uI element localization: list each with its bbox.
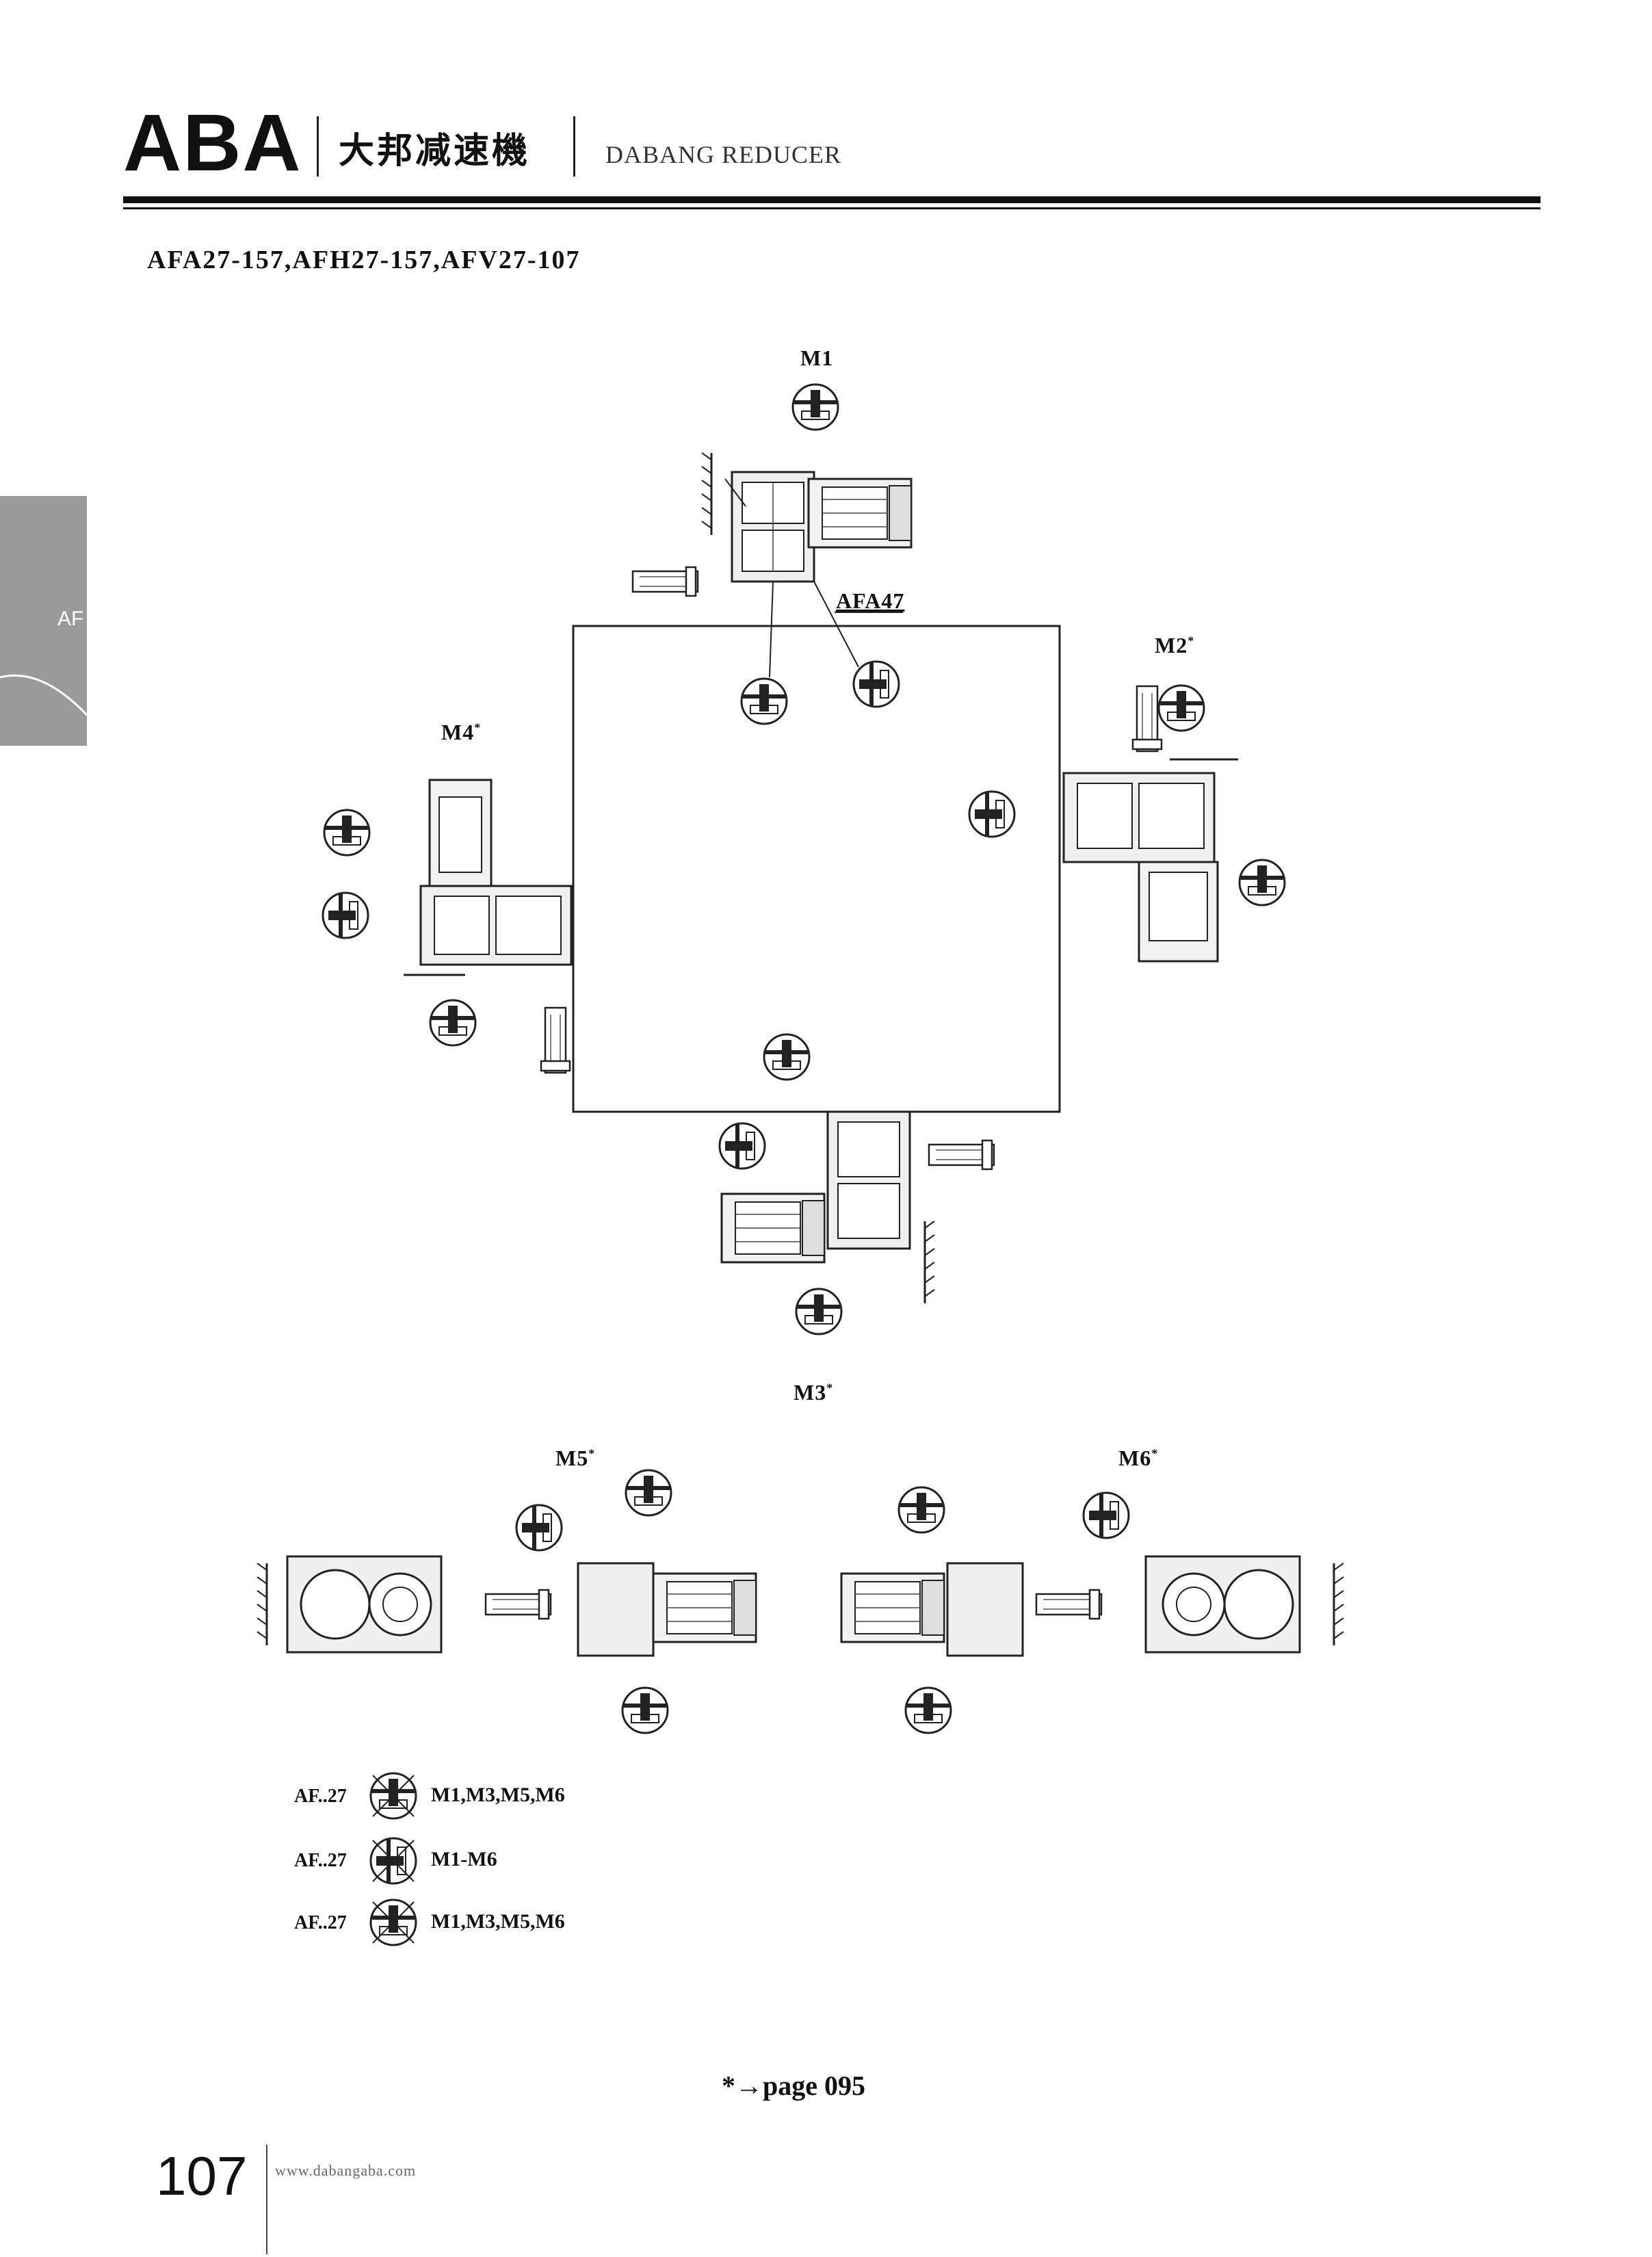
position-label-m2: M2*	[1155, 633, 1195, 657]
section-tab-label: AF	[57, 608, 84, 630]
position-label-m3: M3*	[794, 1380, 834, 1405]
website-link[interactable]: www.dabangaba.com	[275, 2162, 417, 2179]
legend-icons	[371, 1773, 416, 1945]
position-label-m5: M5*	[555, 1446, 596, 1470]
legend-positions: M1,M3,M5,M6	[431, 1910, 565, 1933]
header-rule-thin	[123, 207, 1540, 209]
reducer-m3	[720, 1034, 995, 1334]
tab-curve-decoration	[0, 674, 87, 716]
legend-code: AF..27	[294, 1786, 347, 1807]
header-rule-thick	[123, 196, 1540, 203]
position-label-m1: M1	[800, 345, 834, 370]
reducer-m5-m6	[256, 1470, 1345, 1733]
page-number: 107	[156, 2145, 248, 2206]
header-divider	[573, 116, 575, 177]
header-divider	[317, 116, 319, 177]
page-subtitle: AFA27-157,AFH27-157,AFV27-107	[147, 246, 581, 274]
page-reference-footnote: *→page 095	[722, 2070, 865, 2101]
brand-name-english: DABANG REDUCER	[605, 141, 842, 168]
position-label-m4: M4*	[441, 720, 482, 744]
brand-name-chinese: 大邦减速機	[339, 131, 531, 172]
section-tab[interactable]	[0, 496, 87, 746]
brand-logo: ABA	[123, 98, 302, 188]
position-label-m6: M6*	[1118, 1446, 1159, 1470]
reducer-m2	[969, 686, 1285, 963]
mounting-frame	[572, 625, 1061, 1113]
legend-positions: M1-M6	[431, 1848, 497, 1870]
legend-code: AF..27	[294, 1850, 347, 1871]
reducer-m4	[323, 779, 573, 1074]
reducer-m1	[631, 384, 913, 724]
legend-code: AF..27	[294, 1912, 347, 1933]
model-label: AFA47	[836, 588, 905, 613]
legend-positions: M1,M3,M5,M6	[431, 1784, 565, 1806]
